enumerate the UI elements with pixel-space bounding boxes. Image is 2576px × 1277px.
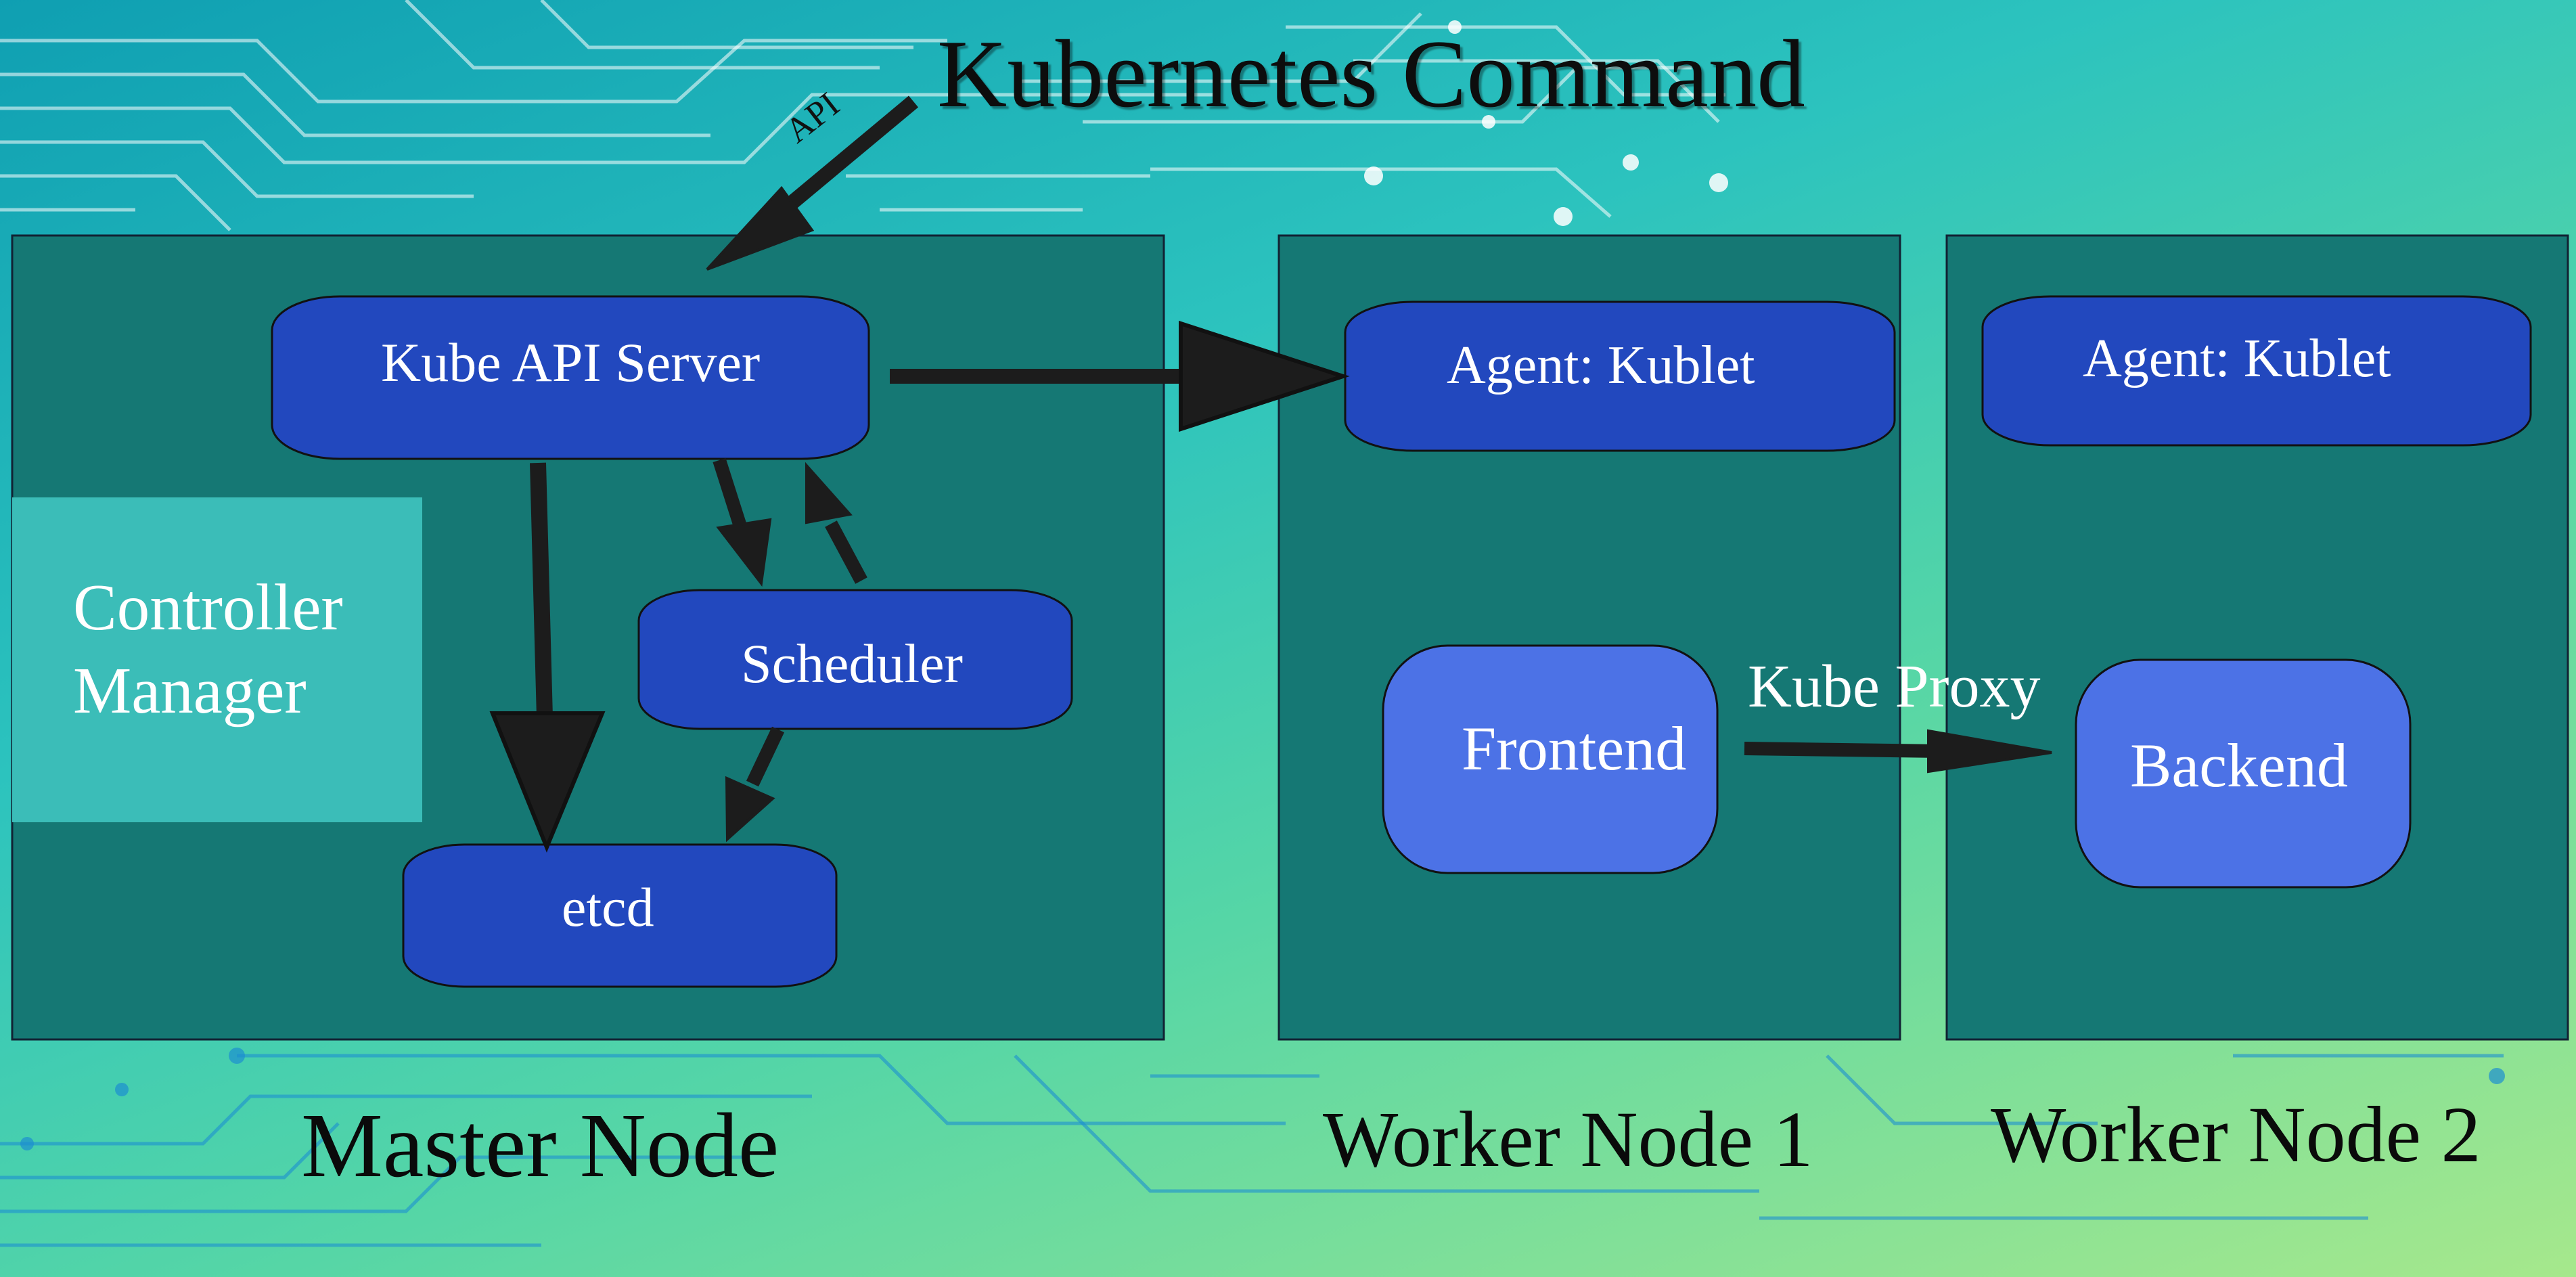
frontend-to-backend-arrow: [1744, 729, 2052, 774]
api-command-arrow: [706, 95, 919, 271]
master-node-label: Master Node: [301, 1095, 779, 1196]
etcd-box: [402, 843, 838, 988]
frontend-label: Frontend: [1462, 714, 1687, 783]
agent-kublet-2-box: [1981, 295, 2532, 447]
kube-api-server-label: Kube API Server: [381, 332, 761, 393]
diagram-title: Kubernetes Command: [937, 20, 1805, 127]
scheduler-to-etcd-arrow: [725, 726, 785, 843]
api-to-etcd-arrow: [489, 462, 606, 853]
frontend-pod-box: [1382, 644, 1719, 874]
kube-proxy-label: Kube Proxy: [1748, 653, 2041, 720]
api-to-kublet-arrow: [890, 320, 1350, 432]
backend-label: Backend: [2130, 731, 2348, 800]
etcd-label: etcd: [562, 876, 654, 938]
kube-api-server-box: [271, 295, 870, 460]
controller-manager-label: Controller Manager: [73, 571, 343, 727]
scheduler-to-api-arrow: [805, 462, 867, 584]
worker-node-1-label: Worker Node 1: [1323, 1095, 1813, 1184]
scheduler-box: [637, 589, 1073, 730]
scheduler-label: Scheduler: [741, 633, 963, 694]
worker-node-2-label: Worker Node 2: [1991, 1090, 2481, 1179]
backend-pod-box: [2075, 658, 2412, 889]
controller-manager-box: [12, 497, 422, 822]
api-to-scheduler-arrow: [713, 457, 772, 587]
agent-kublet-1-label: Agent: Kublet: [1447, 336, 1755, 395]
agent-kublet-2-label: Agent: Kublet: [2083, 329, 2391, 388]
